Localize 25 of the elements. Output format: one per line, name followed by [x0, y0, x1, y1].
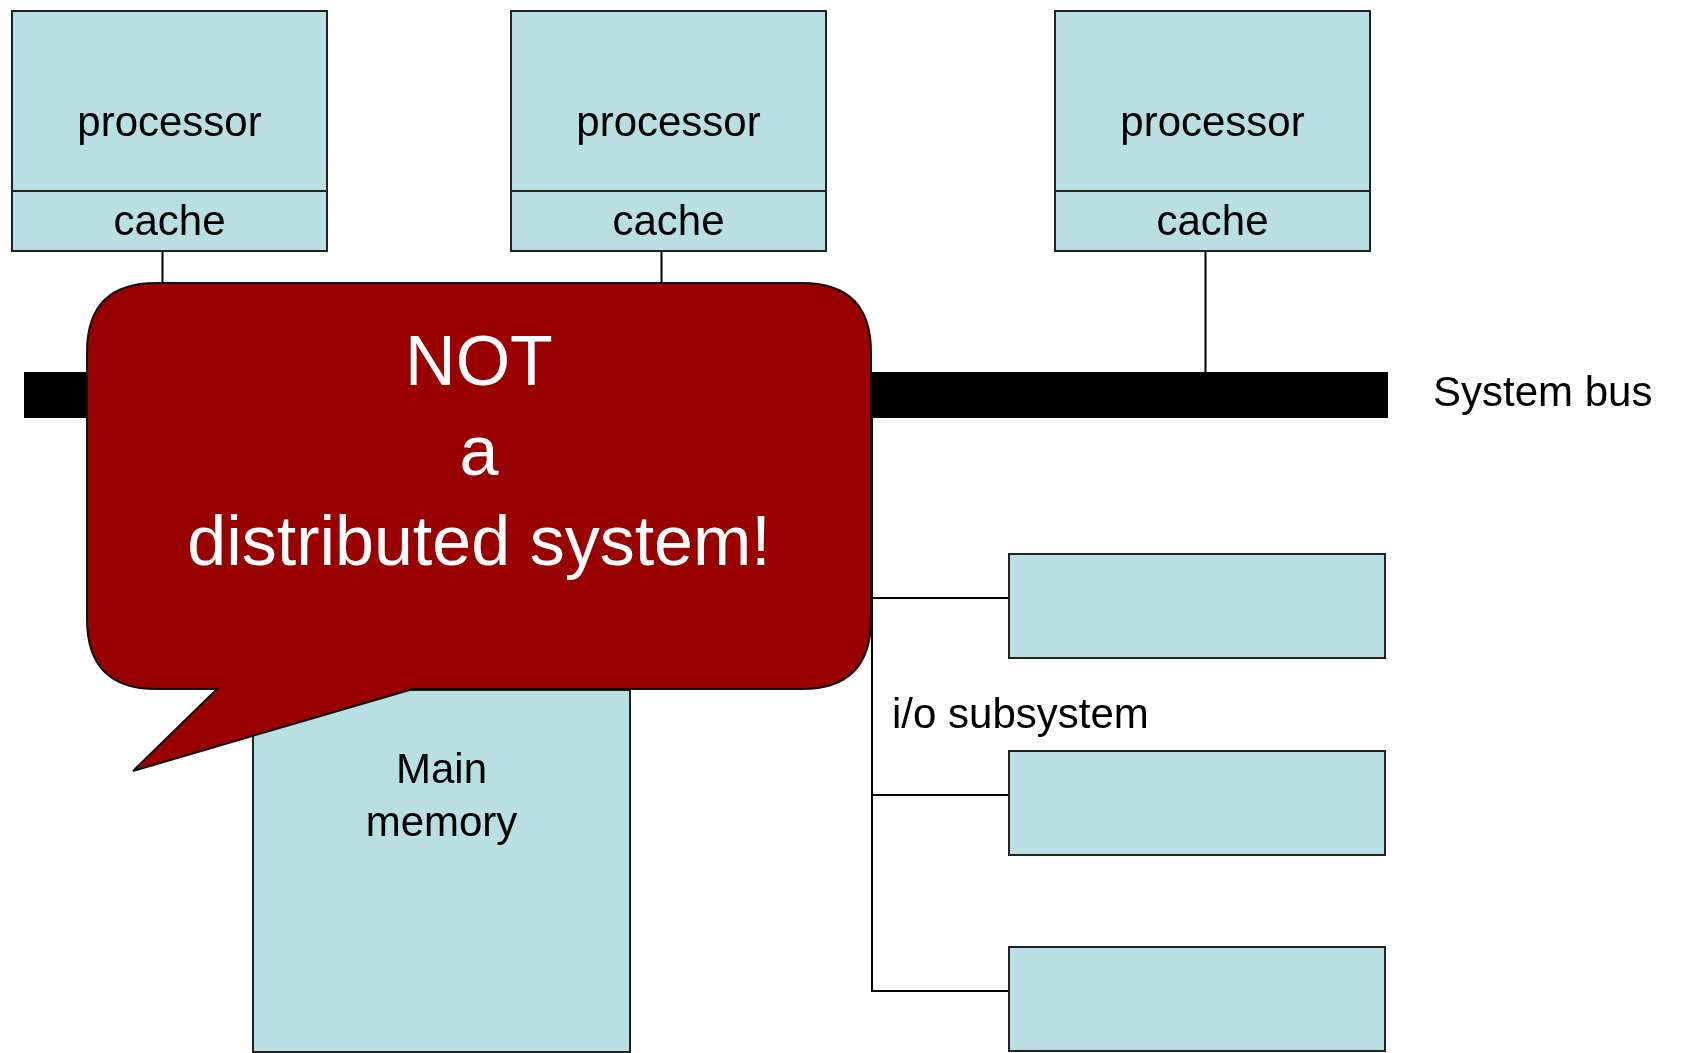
component-box — [1008, 750, 1386, 856]
component-box — [510, 10, 827, 192]
box-label: cache — [612, 195, 725, 246]
box-label: processor — [576, 96, 761, 147]
box-label: processor — [77, 96, 262, 147]
connector-line — [660, 251, 663, 283]
callout-text: a — [458, 411, 500, 492]
subsystem-label: i/o subsystem — [892, 690, 1149, 738]
connector-line — [161, 251, 164, 283]
component-box — [252, 689, 631, 1053]
bus-label: System bus — [1433, 368, 1653, 416]
box-label: cache — [1156, 195, 1269, 246]
component-box — [1008, 553, 1386, 659]
callout-text: NOT — [404, 321, 554, 402]
connector-line — [1204, 251, 1207, 373]
component-box — [11, 10, 328, 192]
component-box — [1054, 10, 1371, 192]
box-label: processor — [1120, 96, 1305, 147]
component-box — [1008, 946, 1386, 1052]
box-label: cache — [113, 195, 226, 246]
component-box — [1054, 190, 1371, 252]
component-box — [11, 190, 328, 252]
component-box — [510, 190, 827, 252]
callout-text: distributed system! — [186, 501, 772, 582]
box-label: Main memory — [364, 744, 519, 847]
